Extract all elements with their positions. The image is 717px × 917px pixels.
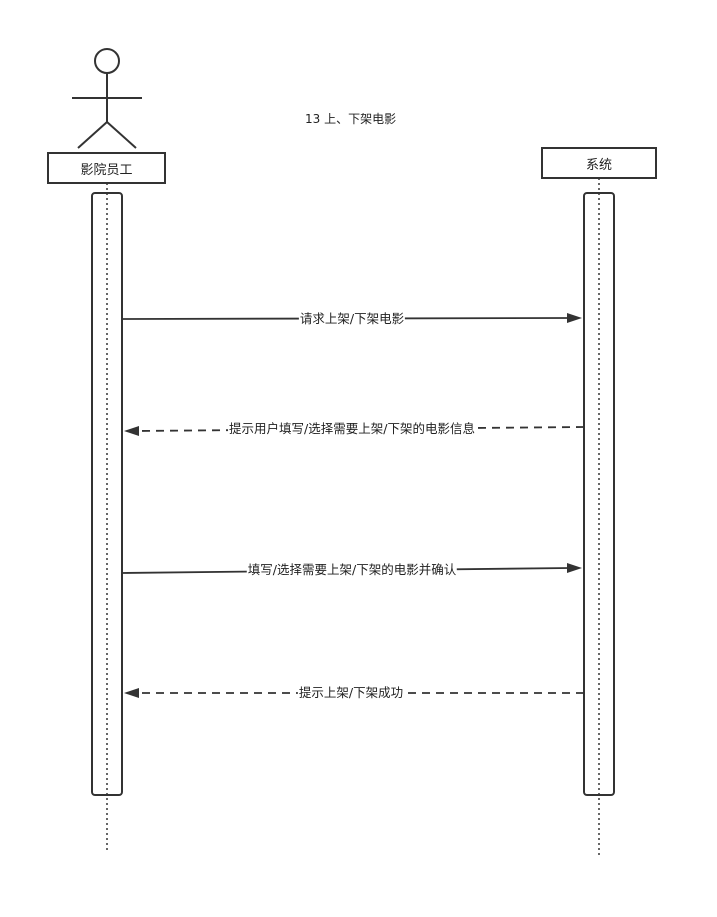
actor-box: 影院员工 [47,152,166,184]
arrowhead-icon [567,563,582,573]
diagram-title: 13 上、下架电影 [305,112,397,126]
actor-label: 影院员工 [80,162,133,178]
actor-activation-bar [91,192,123,796]
message-label: 提示上架/下架成功 [297,685,405,700]
actor-stick-figure-icon [72,48,142,149]
system-label: 系统 [585,157,612,173]
system-box: 系统 [541,147,657,179]
system-activation-bar [583,192,615,796]
arrowhead-icon [567,313,582,323]
message-label: 请求上架/下架电影 [298,311,406,326]
arrowhead-icon [124,688,139,698]
message-label: 填写/选择需要上架/下架的电影并确认 [246,562,458,577]
message-label: 提示用户填写/选择需要上架/下架的电影信息 [228,421,476,436]
arrowhead-icon [124,426,139,436]
